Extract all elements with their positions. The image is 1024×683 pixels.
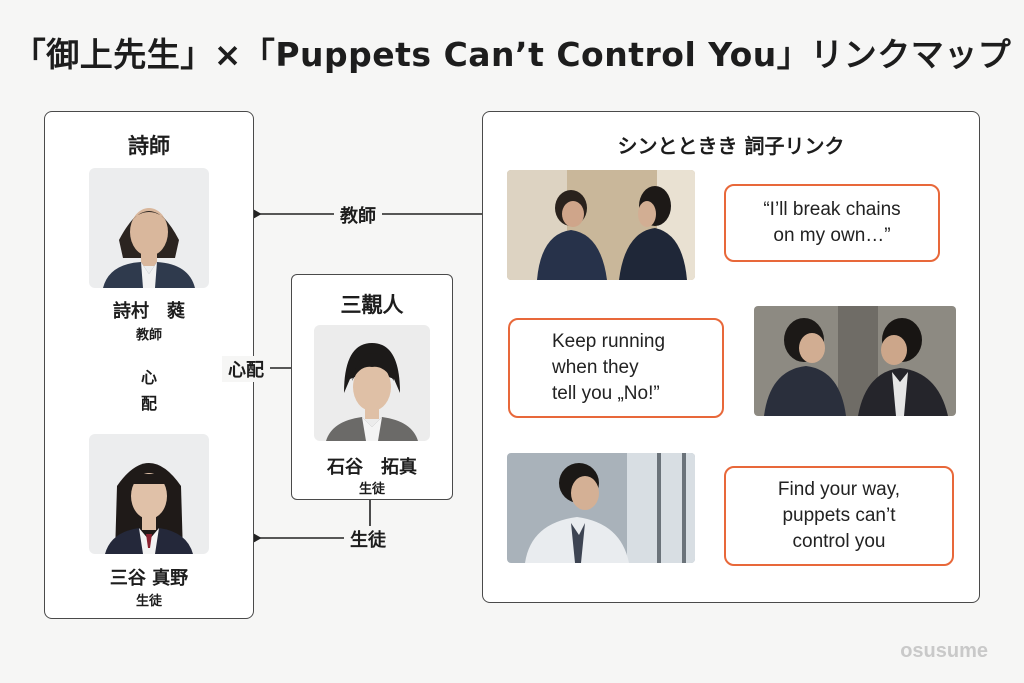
center-panel: 三覯人 石谷 拓真 生徒 xyxy=(291,274,453,500)
worry-link-label: 心配 xyxy=(222,356,270,382)
right-panel-title: シンとときき 詞子リンク xyxy=(617,134,845,158)
scene-photo-1 xyxy=(507,170,695,280)
student-boy-portrait xyxy=(314,325,430,441)
page-title: 「御上先生」×「Puppets Can’t Control You」リンクマップ xyxy=(12,35,1012,74)
left-panel: 詩師 詩村 蕤 教師 心 配 三谷 真野 生徒 xyxy=(44,111,254,619)
quote-bubble-3: Find your way, puppets can’t control you xyxy=(724,466,954,566)
teacher-role: 教師 xyxy=(135,328,162,343)
scene-photo-3 xyxy=(507,453,695,563)
student-girl-name: 三谷 真野 xyxy=(109,568,189,589)
center-panel-title: 三覯人 xyxy=(340,293,404,317)
student-girl-role: 生徒 xyxy=(135,594,162,609)
brand-watermark: osusume xyxy=(900,640,988,662)
scene-photo-2 xyxy=(754,306,956,416)
teacher-name: 詩村 蕤 xyxy=(113,301,185,322)
student-boy-name: 石谷 拓真 xyxy=(327,457,417,478)
worry-vertical-label: 心 配 xyxy=(140,368,157,413)
student-boy-role: 生徒 xyxy=(358,482,385,497)
left-panel-title: 詩師 xyxy=(128,134,170,158)
student-girl-portrait xyxy=(89,434,209,554)
teacher-portrait xyxy=(89,168,209,288)
student-link-label: 生徒 xyxy=(344,526,392,552)
quote-bubble-1: “I’ll break chains on my own…” xyxy=(724,184,940,262)
quote-bubble-2: Keep running when they tell you „No!” xyxy=(508,318,724,418)
teacher-link-label: 教師 xyxy=(334,202,382,228)
